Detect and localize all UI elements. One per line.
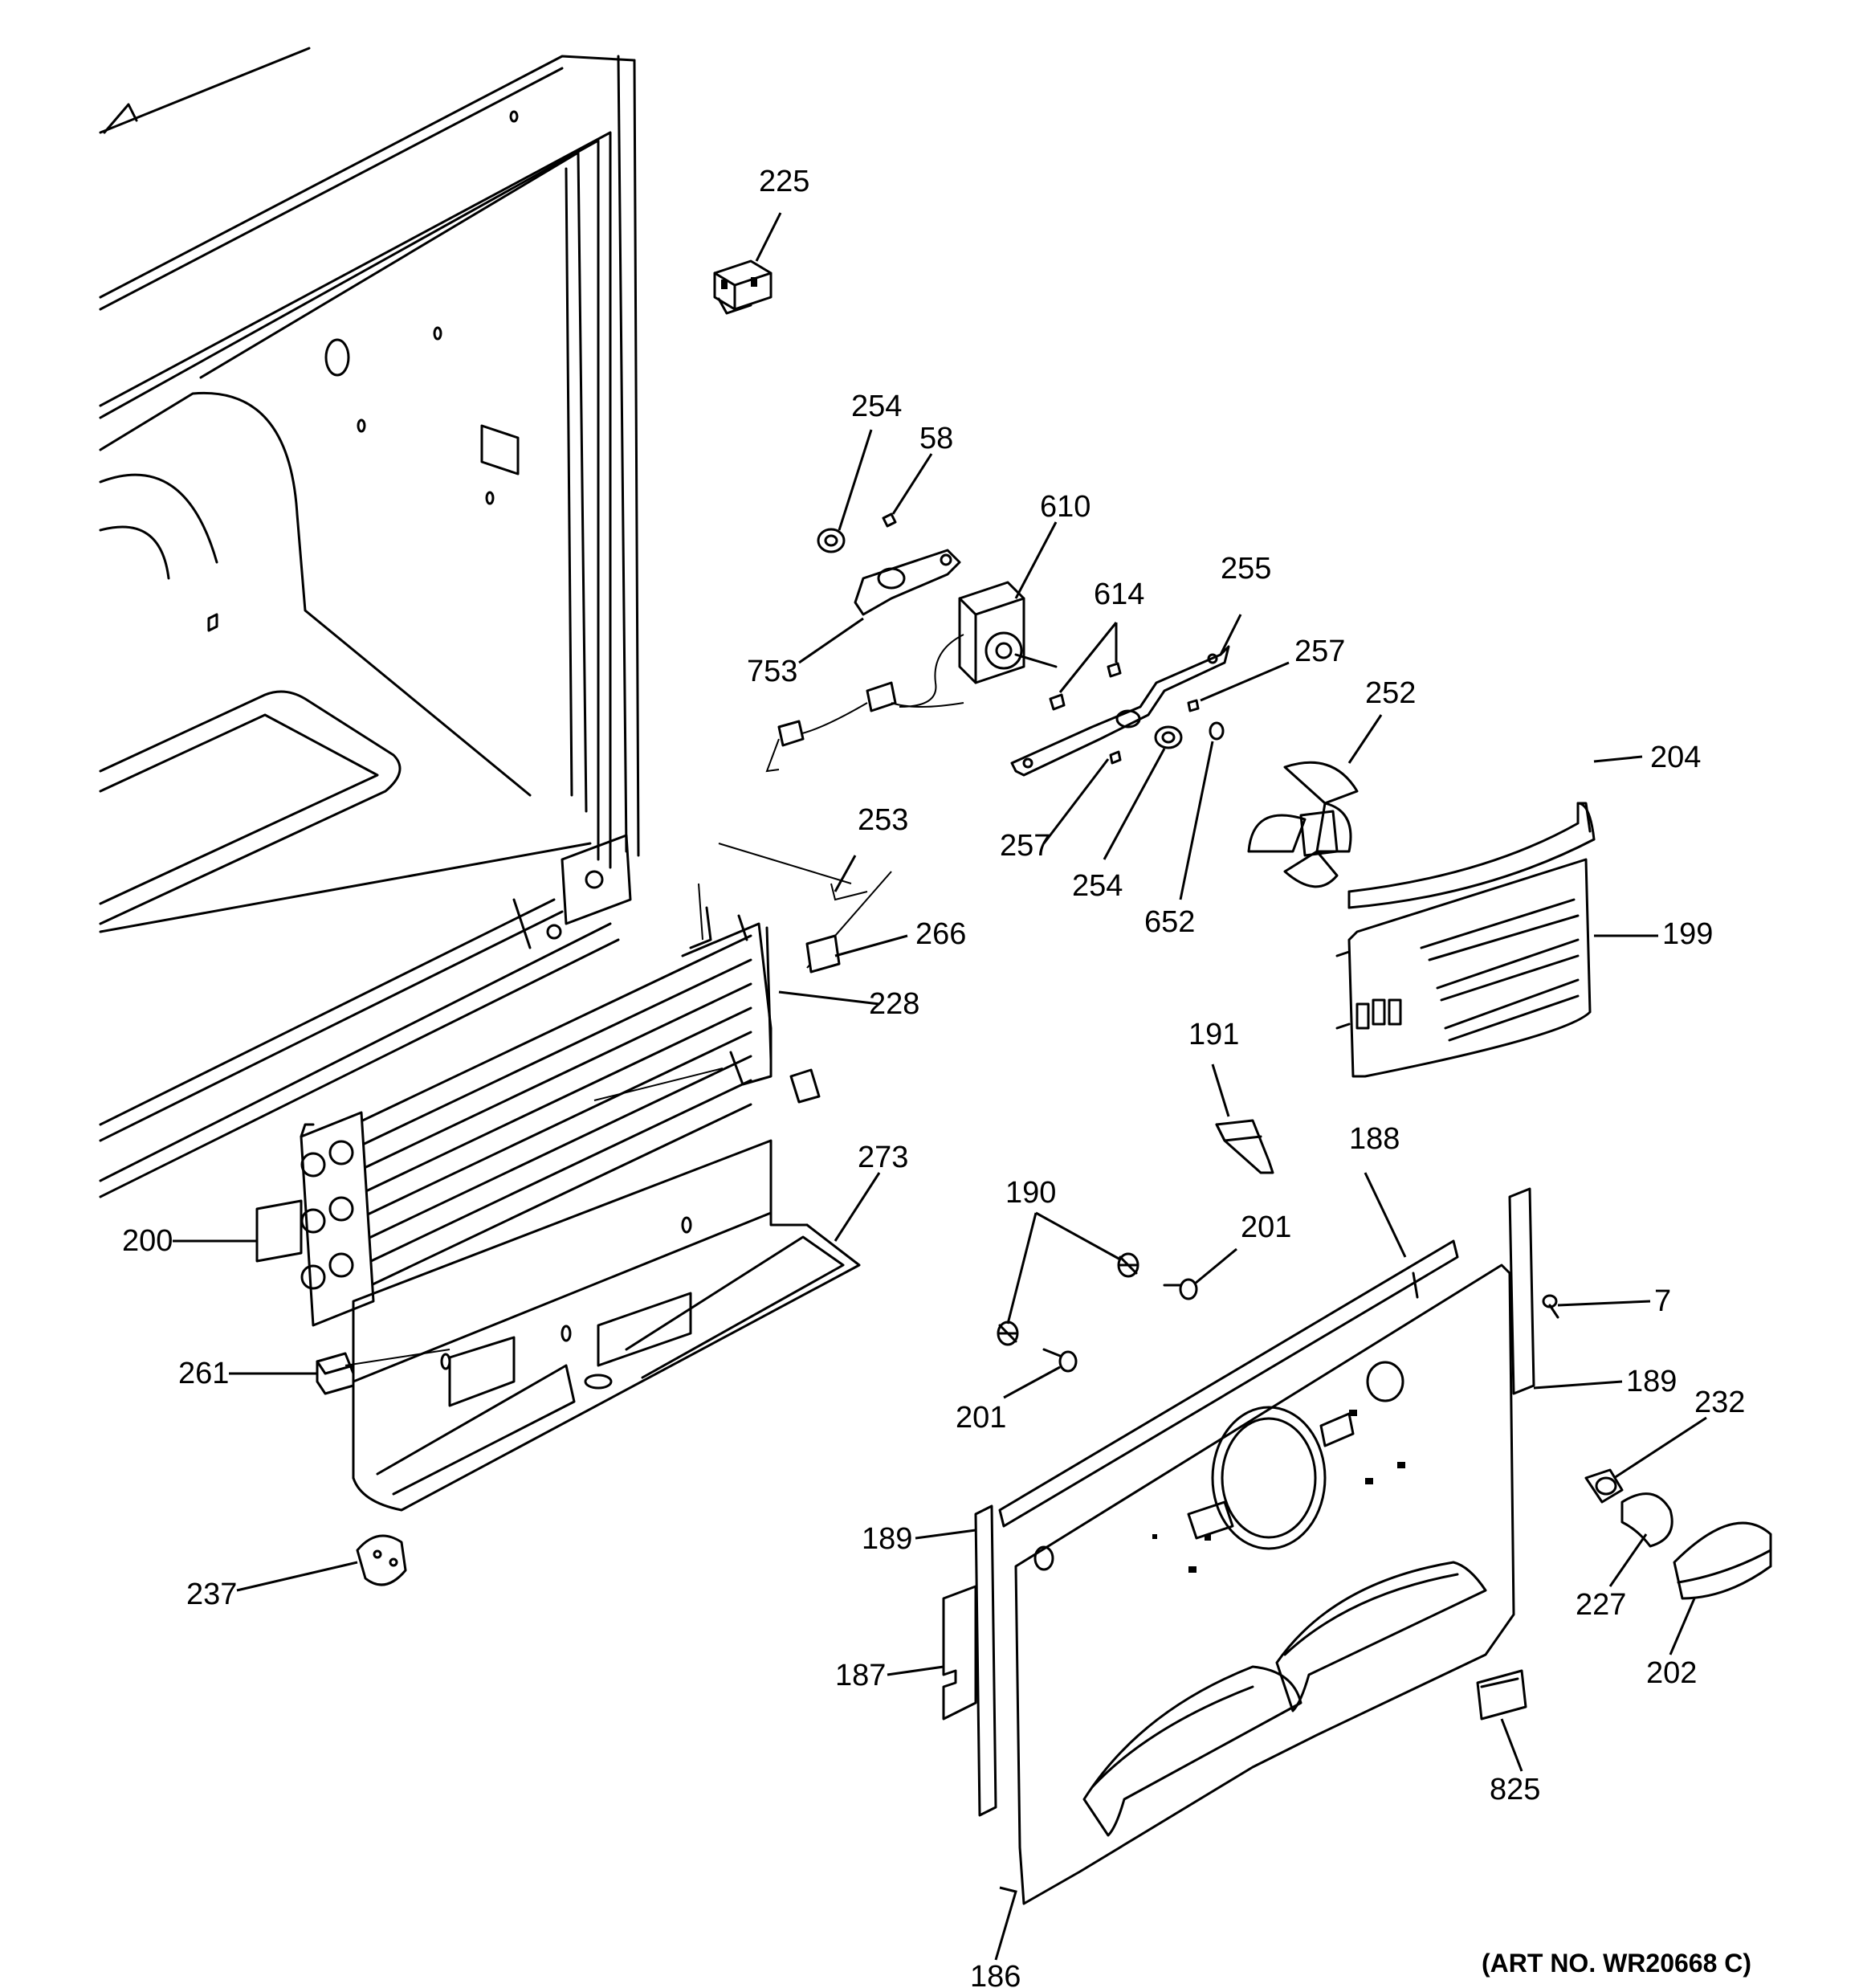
part-273-drain-pan-drawing [352,1139,861,1512]
leader-lines [173,212,1707,1961]
callout-201: 201 [1241,1210,1291,1244]
callout-273: 273 [858,1141,908,1174]
callout-190: 190 [1005,1176,1056,1210]
callout-189: 189 [862,1522,912,1556]
callout-199: 199 [1662,917,1713,951]
part-228-evaporator-drawing [300,843,892,1327]
callout-253: 253 [858,803,908,837]
part-252-fan-blade-drawing [1247,761,1359,888]
callout-753: 753 [747,655,797,688]
callout-labels: 225 254 58 610 753 614 255 257 252 204 2… [122,165,1751,1988]
part-825-drawing [1476,1669,1527,1721]
callout-232: 232 [1694,1386,1745,1419]
callout-227: 227 [1576,1588,1626,1622]
callout-201: 201 [956,1401,1006,1435]
art-number: (ART NO. WR20668 C) [1482,1949,1751,1978]
freezer-liner-drawing [99,47,640,1198]
callout-252: 252 [1365,676,1416,710]
part-187-label-drawing [942,1585,977,1721]
part-254-58-753-drawing [817,512,961,616]
callout-261: 261 [178,1357,229,1390]
callout-610: 610 [1040,490,1090,524]
callout-254: 254 [1072,869,1123,903]
callout-825: 825 [1490,1773,1540,1806]
callout-204: 204 [1650,741,1701,774]
callout-255: 255 [1221,552,1271,586]
callout-200: 200 [122,1224,173,1258]
part-255-bracket-drawing [1010,645,1230,777]
part-610-motor-drawing [765,581,1058,773]
callout-237: 237 [186,1578,237,1611]
callout-225: 225 [759,165,809,198]
part-204-199-cover-drawing [1335,802,1596,1078]
part-237-drawing [356,1534,407,1586]
callout-191: 191 [1188,1018,1239,1051]
callout-257: 257 [1000,829,1050,863]
callout-202: 202 [1646,1656,1697,1690]
callout-186: 186 [970,1960,1021,1988]
part-261-drawing [316,1349,450,1395]
part-200-label-drawing [255,1199,303,1263]
part-232-227-202-light-drawing [1584,1468,1772,1600]
callout-652: 652 [1144,905,1195,939]
callout-189: 189 [1626,1365,1677,1398]
part-191-clip-drawing [1215,1119,1274,1174]
callout-257: 257 [1294,635,1345,668]
part-7-screw-drawing [1542,1294,1559,1319]
part-186-188-panel-drawing [998,1239,1515,1905]
callout-7: 7 [1654,1284,1671,1318]
callout-614: 614 [1094,578,1144,611]
part-225-drawing [713,259,773,315]
callout-228: 228 [869,987,919,1021]
callout-188: 188 [1349,1122,1400,1156]
callout-187: 187 [835,1659,886,1692]
part-190-201-fasteners-drawing [997,1252,1198,1373]
part-189-gaskets-drawing [974,1187,1535,1817]
callout-58: 58 [919,422,953,455]
callout-254: 254 [851,390,902,423]
callout-266: 266 [915,917,966,951]
